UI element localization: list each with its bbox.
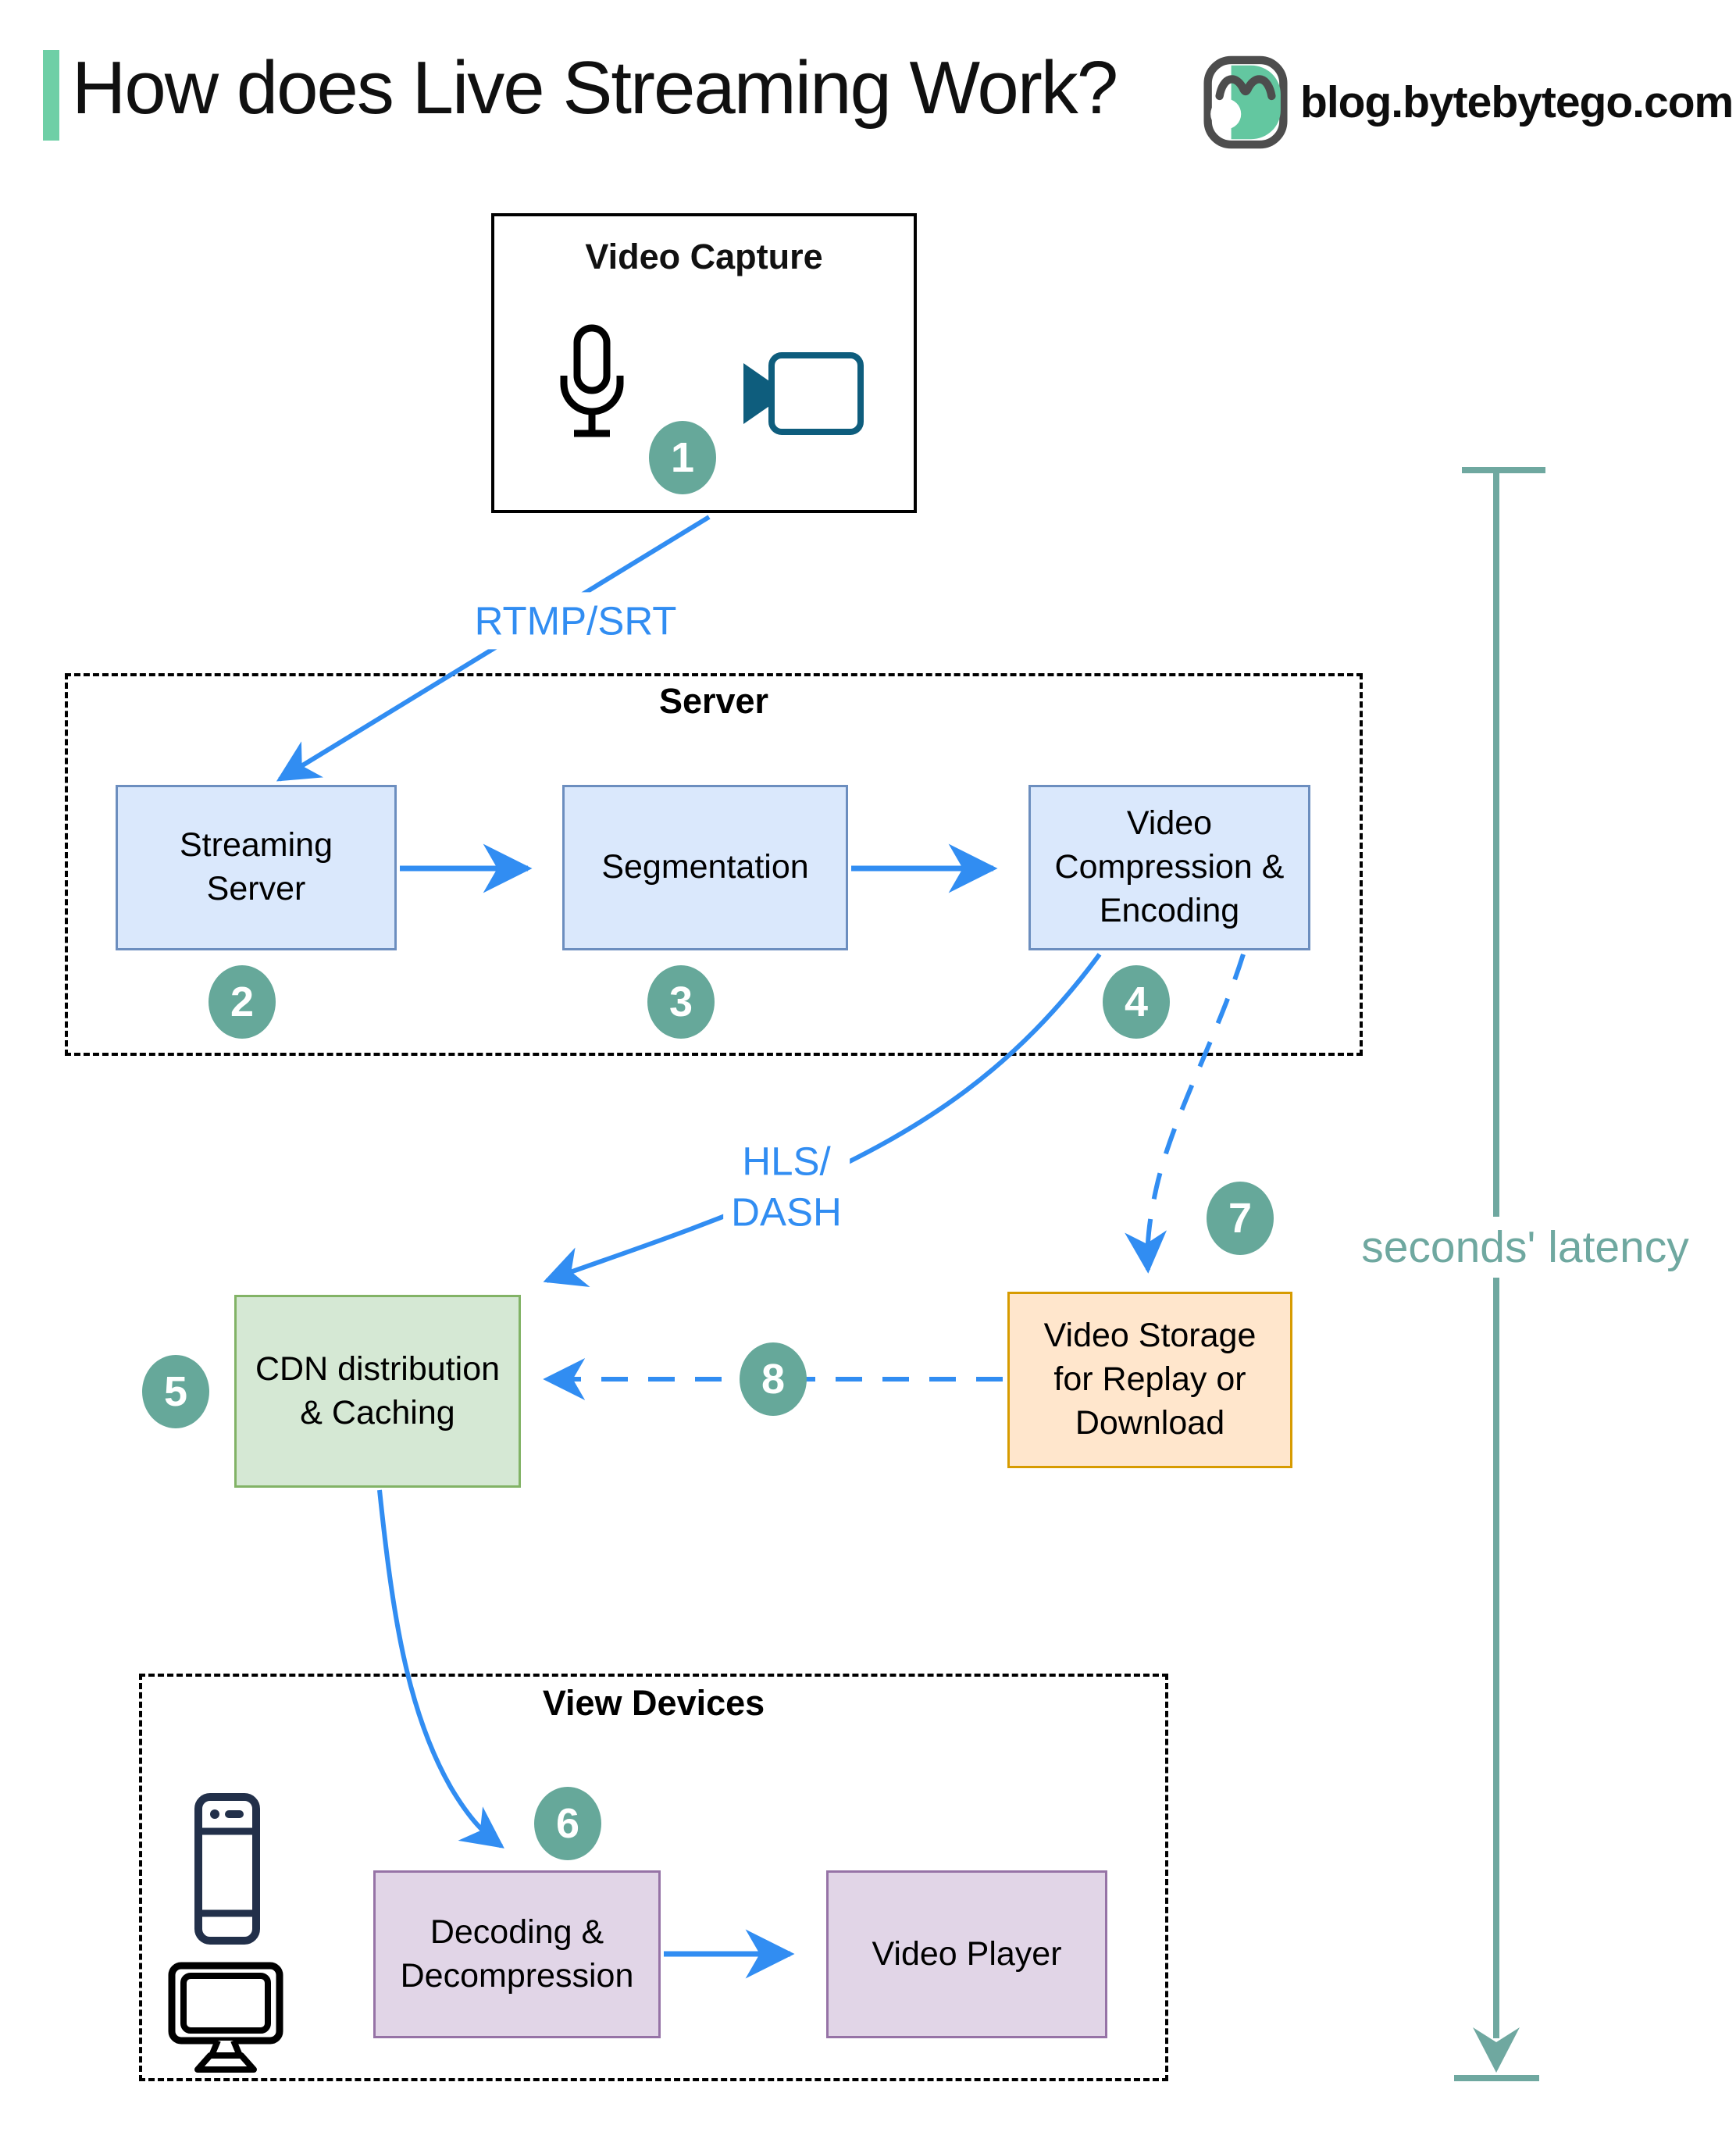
- segmentation-label: Segmentation: [601, 848, 809, 886]
- step-badge-6: 6: [534, 1787, 601, 1860]
- streaming-server-label-line2: Server: [206, 870, 306, 907]
- storage-label-line1: Video Storage: [1043, 1317, 1257, 1355]
- decoding-label-line1: Decoding &: [430, 1913, 604, 1951]
- desktop-monitor-icon: [168, 1962, 283, 2076]
- storage-label-line2: for Replay or: [1053, 1360, 1246, 1399]
- page-title: How does Live Streaming Work?: [72, 46, 1118, 130]
- cdn-node: CDN distribution & Caching: [234, 1295, 521, 1488]
- site-url: blog.bytebytego.com: [1300, 77, 1734, 127]
- video-storage-node: Video Storage for Replay or Download: [1007, 1292, 1292, 1468]
- video-camera-icon: [734, 350, 865, 437]
- hls-dash-label: HLS/ DASH: [723, 1132, 850, 1242]
- step-badge-7: 7: [1207, 1182, 1274, 1255]
- view-devices-group-box: [139, 1674, 1168, 2081]
- rtmp-label: RTMP/SRT: [466, 592, 685, 650]
- view-devices-group-label: View Devices: [542, 1683, 765, 1723]
- title-accent-bar: [43, 50, 59, 141]
- video-compression-node: Video Compression & Encoding: [1028, 785, 1310, 950]
- streaming-server-node: Streaming Server: [116, 785, 397, 950]
- video-capture-title: Video Capture: [585, 237, 823, 276]
- decoding-node: Decoding & Decompression: [373, 1870, 661, 2038]
- video-player-node: Video Player: [826, 1870, 1107, 2038]
- latency-label: seconds' latency: [1350, 1217, 1700, 1278]
- step-badge-3: 3: [647, 965, 715, 1039]
- step-badge-1: 1: [649, 421, 716, 494]
- step-badge-2: 2: [209, 965, 276, 1039]
- cdn-label-line2: & Caching: [300, 1393, 455, 1431]
- segmentation-node: Segmentation: [562, 785, 848, 950]
- latency-arrowhead: [1473, 2027, 1520, 2073]
- storage-label-line3: Download: [1075, 1403, 1225, 1442]
- microphone-icon: [559, 324, 625, 451]
- streaming-server-label-line1: Streaming: [180, 826, 333, 865]
- compression-label-line3: Encoding: [1099, 891, 1240, 929]
- step-badge-4: 4: [1103, 965, 1170, 1039]
- compression-label-line1: Video: [1126, 804, 1213, 843]
- step-badge-8: 8: [740, 1342, 807, 1416]
- video-player-label: Video Player: [872, 1934, 1062, 1973]
- decoding-label-line2: Decompression: [400, 1956, 634, 1995]
- brand: blog.bytebytego.com: [1200, 55, 1734, 150]
- hls-label-line2: DASH: [731, 1190, 842, 1235]
- hls-label-line1: HLS/: [742, 1139, 831, 1184]
- compression-label-line2: Compression &: [1054, 848, 1285, 886]
- bytebytego-owl-logo-icon: [1200, 55, 1291, 150]
- cdn-label-line1: CDN distribution: [255, 1349, 501, 1388]
- smartphone-icon: [194, 1792, 261, 1945]
- step-badge-5: 5: [142, 1355, 209, 1428]
- server-group-label: Server: [658, 681, 769, 721]
